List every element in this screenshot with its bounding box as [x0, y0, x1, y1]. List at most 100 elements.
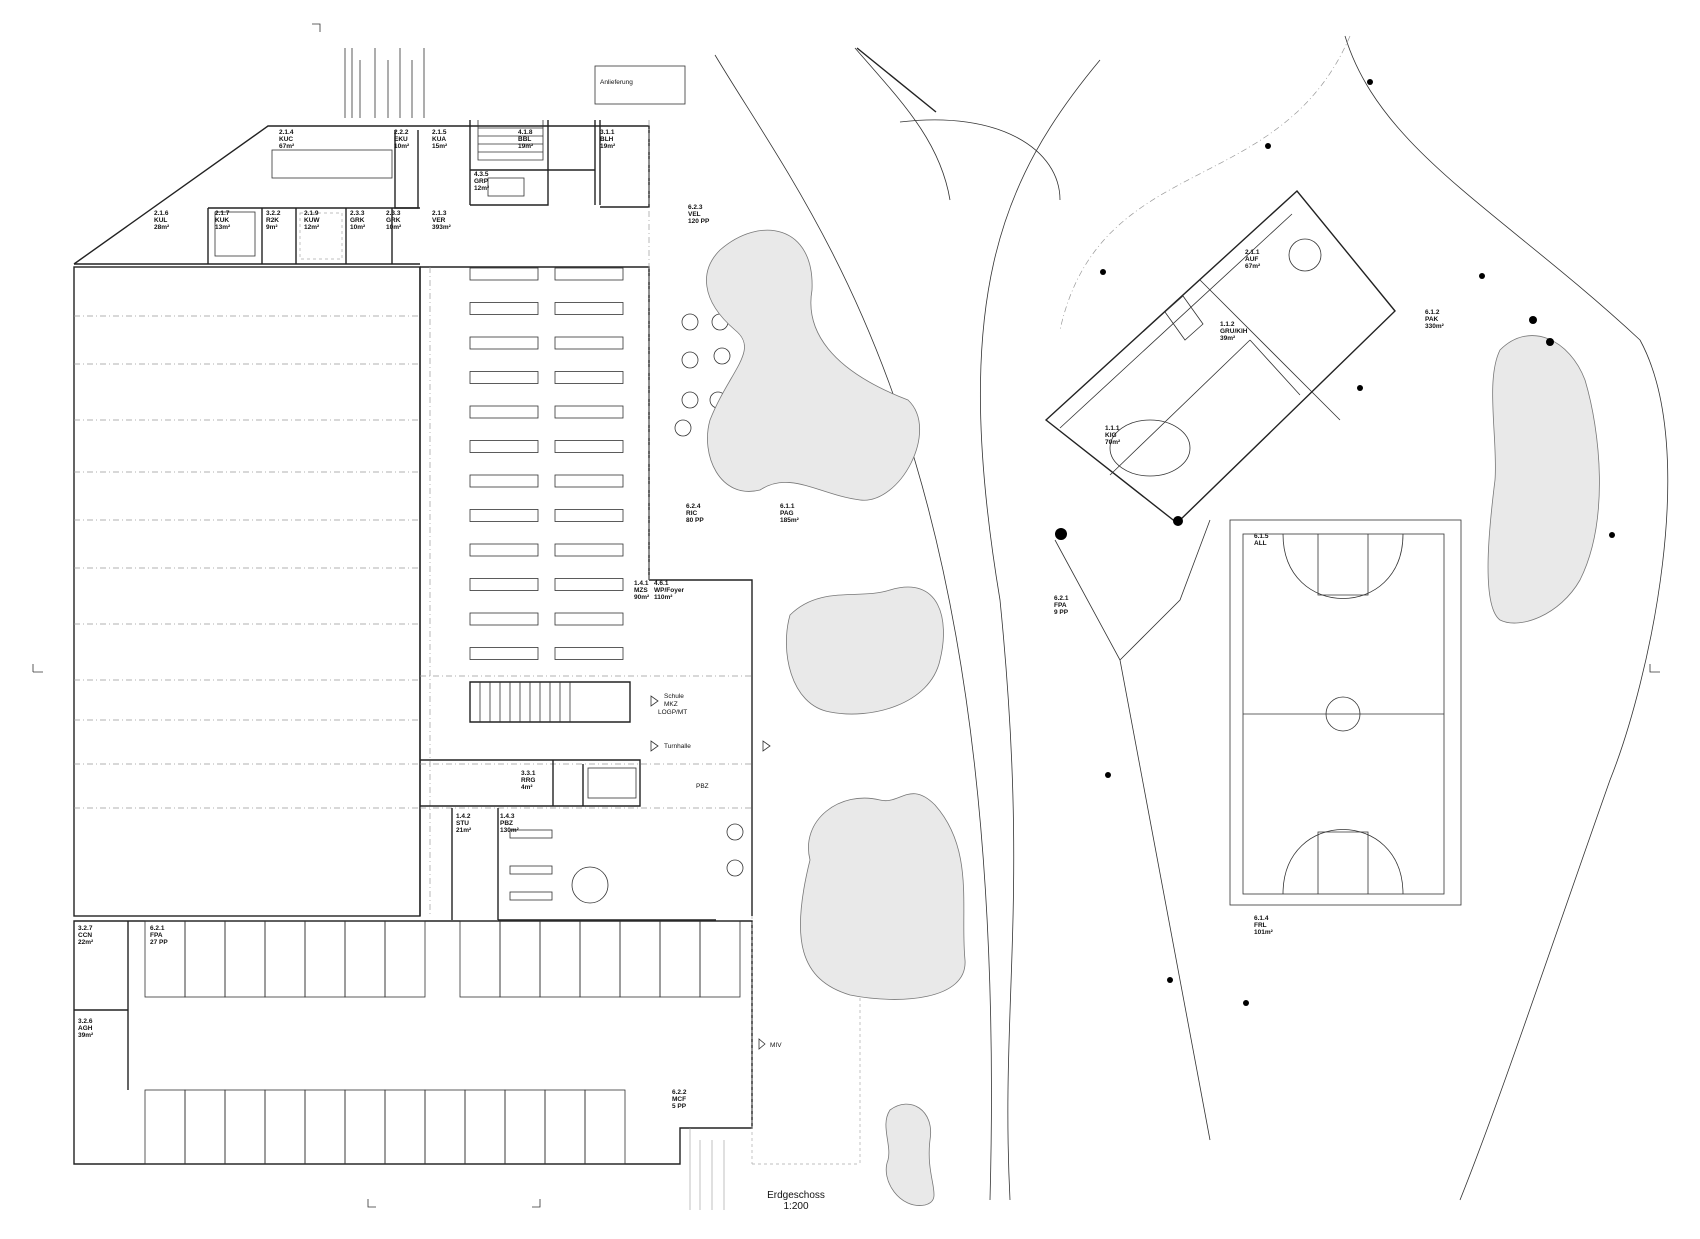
parking-bay [224, 1089, 266, 1165]
room-label-code: RIC [686, 510, 698, 517]
parking-bay [499, 920, 541, 998]
room-label-area: 110m² [654, 594, 673, 601]
dining-table [469, 302, 539, 315]
entrance-canopy [344, 48, 425, 118]
room-label-code: MCF [672, 1096, 686, 1103]
parking-bay [344, 1089, 386, 1165]
dining-table [554, 302, 624, 315]
room-label-num: 4.6.1 [654, 580, 669, 587]
delivery-zone [594, 65, 686, 105]
dining-table [554, 267, 624, 281]
room-label-area: 13m² [215, 224, 231, 231]
room-label-num: 6.1.2 [1425, 309, 1440, 316]
room-label-area: 70m² [1105, 439, 1121, 446]
room-label-area: 19m² [518, 143, 534, 150]
room-label-area: 67m² [1245, 263, 1261, 270]
room-label-area: 15m² [432, 143, 448, 150]
upper-block [73, 120, 650, 265]
dining-table [469, 440, 539, 453]
room-label-area: 185m² [780, 517, 800, 524]
plan-title: Erdgeschoss [767, 1190, 825, 1201]
basketball-court [1229, 519, 1462, 906]
entrance-pbz-label: PBZ [696, 783, 709, 790]
room-label-area: 39m² [78, 1032, 94, 1039]
room-label-num: 2.1.6 [154, 210, 169, 217]
room-label-area: 130m² [500, 827, 520, 834]
room-label-code: AGH [78, 1025, 93, 1032]
room-label-code: KUA [432, 136, 446, 143]
dining-table [469, 509, 539, 522]
parking-bay [184, 920, 226, 998]
room-label-area: 10m² [394, 143, 410, 150]
parking-bay [539, 920, 581, 998]
parking-bay [264, 920, 306, 998]
parking-bay [464, 1089, 506, 1165]
parking-bay [384, 1089, 426, 1165]
room-label-code: KUK [215, 217, 229, 224]
room-label-code: PAK [1425, 316, 1439, 323]
room-label-code: STU [456, 820, 469, 827]
room-label-code: KUW [304, 217, 320, 224]
parking-bay [584, 1089, 626, 1165]
room-label-num: 4.3.5 [474, 171, 489, 178]
room-label-area: 330m² [1425, 323, 1445, 330]
room-label-code: GRP [474, 178, 489, 185]
room-label-num: 3.2.2 [266, 210, 281, 217]
kindergarten-building [1044, 189, 1396, 524]
room-label-code: GRK [386, 217, 401, 224]
dining-table [469, 336, 539, 350]
dining-table [469, 647, 539, 660]
parking-bay [344, 920, 386, 998]
room-label-area: 21m² [456, 827, 472, 834]
parking-bay [224, 920, 266, 998]
room-label-area: 90m² [634, 594, 650, 601]
dining-table [554, 543, 624, 557]
parking-bay [579, 920, 621, 998]
room-label-num: 6.1.5 [1254, 533, 1269, 540]
room-label-num: 1.4.1 [634, 580, 649, 587]
landscape [714, 35, 1669, 1201]
room-label-code: GRU/KIH [1220, 328, 1248, 335]
room-label-code: RRG [521, 777, 535, 784]
room-label-code: VER [432, 217, 446, 224]
parking-bay [424, 1089, 466, 1165]
room-label-area: 101m² [1254, 929, 1274, 936]
room-label-area: 393m² [432, 224, 452, 231]
spiral-stair [571, 866, 609, 904]
room-label-num: 1.4.3 [500, 813, 515, 820]
room-label-num: 2.1.9 [304, 210, 319, 217]
room-label-area: 10m² [386, 224, 402, 231]
room-label-area: 80 PP [686, 517, 704, 524]
room-label-code: FRL [1254, 922, 1267, 929]
room-label-area: 22m² [78, 939, 94, 946]
room-label-num: 2.2.2 [394, 129, 409, 136]
parking-bay [619, 920, 661, 998]
room-label-code: ALL [1254, 540, 1267, 547]
parking-bay [459, 920, 501, 998]
room-label-num: 6.2.4 [686, 503, 701, 510]
room-label-area: 12m² [474, 185, 490, 192]
parking-bay [184, 1089, 226, 1165]
dining-table [469, 543, 539, 557]
dining-table [554, 336, 624, 350]
dining-table [554, 440, 624, 453]
room-label-num: 3.3.1 [521, 770, 536, 777]
parking-bay [544, 1089, 586, 1165]
